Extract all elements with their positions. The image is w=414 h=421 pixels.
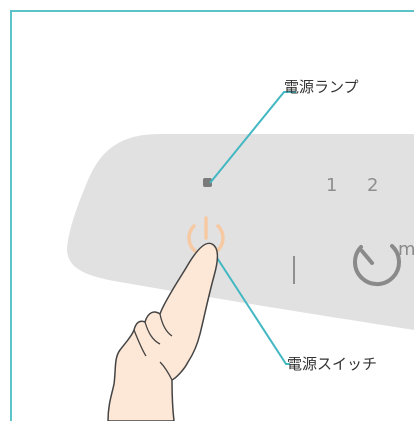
frame-border bbox=[10, 10, 414, 421]
timer-icon bbox=[353, 244, 401, 287]
power-switch-callout-line bbox=[207, 243, 290, 365]
pointing-hand bbox=[107, 242, 219, 421]
timer-number-2: 2 bbox=[367, 175, 379, 196]
control-panel bbox=[67, 134, 414, 330]
power-lamp-label: 電源ランプ bbox=[284, 78, 359, 96]
hand-palm-line bbox=[159, 361, 173, 381]
power-switch-label: 電源スイッチ bbox=[287, 355, 378, 373]
hand-finger-line-1 bbox=[144, 321, 161, 345]
hand-finger-line-2 bbox=[159, 313, 173, 337]
power-lamp-callout-line bbox=[209, 91, 296, 184]
power-lamp-indicator bbox=[203, 178, 212, 187]
hand-thumb-line bbox=[133, 329, 147, 357]
timer-unit-label: m bbox=[398, 239, 414, 260]
timer-number-1: 1 bbox=[326, 175, 338, 196]
